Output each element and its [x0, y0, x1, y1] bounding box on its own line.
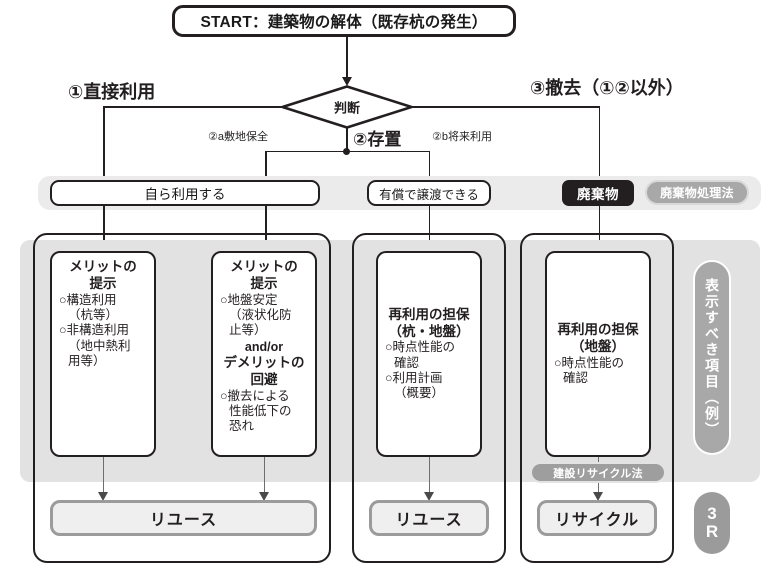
card-line: ○撤去による — [220, 388, 290, 403]
column-outline-left — [33, 233, 331, 563]
card-line: ○利用計画 — [385, 370, 443, 385]
box-own-use: 自ら利用する — [50, 180, 320, 206]
connector-own-use-to-card1 — [103, 206, 105, 245]
badge-3r: 3 R — [694, 492, 730, 554]
badge-3r-line2: R — [705, 522, 719, 541]
outcome-reuse-left: リユース — [50, 500, 317, 536]
connector-junction-bar — [265, 150, 430, 153]
arrowhead-outcome-mid — [424, 492, 434, 501]
card-merit-ground: メリットの 提示 ○地盤安定 （液状化防 止等） and/or デメリットの 回… — [211, 251, 317, 457]
connector-left-down — [103, 106, 105, 183]
card-demerit-head: デメリットの 回避 — [223, 354, 305, 387]
outcome-reuse-mid: リユース — [369, 500, 489, 536]
connector-right-down — [598, 106, 601, 183]
connector-site-pres-to-card2 — [265, 206, 267, 245]
pill-construction-recycling-law: 建設リサイクル法 — [530, 462, 666, 483]
column-outline-right — [520, 233, 674, 563]
connector-card2-to-outcome — [263, 457, 266, 495]
card-line: ○時点性能の — [385, 340, 456, 355]
card-line: 性能低下の — [229, 403, 292, 418]
pill-items-to-display: 表示すべき項目（例） — [693, 260, 731, 455]
card-reuse-guarantee: 再利用の担保 （杭・地盤） ○時点性能の 確認 ○利用計画 （概要） — [376, 251, 482, 457]
pill-items-to-display-label: 表示すべき項目（例） — [704, 277, 720, 438]
box-transfer: 有償で譲渡できる — [367, 180, 491, 206]
card-line: ○時点性能の — [554, 355, 625, 370]
arrowhead-outcome-left-1 — [98, 492, 108, 501]
card-line: 用等） — [68, 353, 106, 368]
card-merit-structural-head: メリットの 提示 — [69, 259, 137, 291]
branch-label-removal: ③撤去（①②以外） — [530, 78, 684, 98]
arrowhead-start-to-decision — [341, 77, 352, 86]
card-recycle-guarantee-head: 再利用の担保 （地盤） — [557, 321, 639, 354]
connector-start-to-decision — [346, 37, 348, 79]
card-line: 止等） — [229, 323, 267, 338]
card-line-andor: and/or — [244, 339, 284, 354]
connector-decision-right — [411, 106, 600, 108]
decision-diamond: 判断 — [281, 85, 413, 129]
connector-removal-to-card4 — [598, 206, 601, 245]
card-reuse-guarantee-head: 再利用の担保 （杭・地盤） — [388, 306, 470, 339]
card-merit-structural: メリットの 提示 ○構造利用 （杭等） ○非構造利用 （地中熱利 用等） — [50, 251, 156, 457]
card-line: ○地盤安定 — [220, 292, 278, 307]
card-line: （液状化防 — [229, 308, 292, 322]
outcome-recycle: リサイクル — [537, 500, 657, 536]
connector-card1-to-outcome — [102, 457, 105, 495]
pill-waste-disposal-law: 廃棄物処理法 — [645, 180, 749, 205]
decision-label: 判断 — [333, 100, 360, 116]
card-line: （地中熱利 — [68, 338, 131, 353]
connector-junction-right-down — [428, 150, 431, 184]
connector-junction-left-down — [265, 150, 267, 184]
connector-decision-bottom — [346, 128, 348, 151]
card-line: 恐れ — [229, 419, 255, 433]
branch-label-future-use: ②b将来利用 — [432, 131, 492, 143]
branch-label-site-preservation: ②a敷地保全 — [208, 131, 268, 143]
badge-3r-line1: 3 — [707, 504, 717, 524]
card-line: ○非構造利用 — [59, 323, 130, 338]
card-merit-ground-head: メリットの 提示 — [230, 259, 298, 291]
connector-law-pill-to-outcome — [597, 483, 600, 495]
arrowhead-outcome-left-2 — [259, 492, 269, 501]
card-line: ○構造利用 — [59, 292, 117, 307]
branch-label-retain: ②存置 — [353, 130, 402, 149]
box-waste: 廃棄物 — [562, 180, 634, 206]
connector-future-use-to-card3 — [428, 206, 431, 245]
arrowhead-outcome-right — [593, 492, 603, 501]
card-line: （概要） — [394, 386, 445, 401]
card-line: （杭等） — [68, 308, 119, 322]
card-recycle-guarantee: 再利用の担保 （地盤） ○時点性能の 確認 — [545, 251, 651, 457]
card-line: 確認 — [394, 355, 420, 370]
connector-decision-left — [103, 106, 283, 108]
branch-label-direct-use: ①直接利用 — [68, 82, 156, 102]
connector-card3-to-outcome — [428, 457, 431, 495]
decision-diamond-shape — [281, 85, 413, 129]
card-line: 確認 — [563, 370, 589, 385]
column-outline-mid — [352, 233, 506, 563]
connector-card4-to-law-pill — [597, 457, 600, 464]
start-box: START：建築物の解体（既存杭の発生） — [172, 5, 516, 37]
